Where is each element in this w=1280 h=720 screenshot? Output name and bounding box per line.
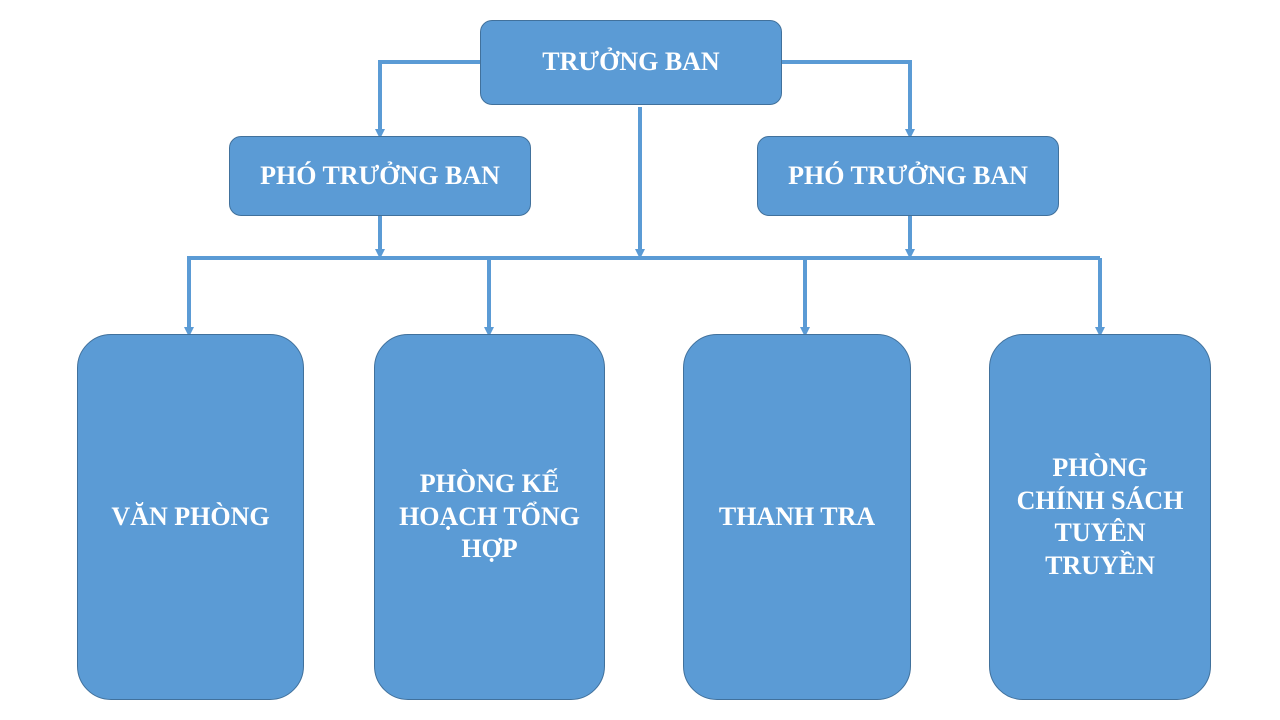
connector-head-to-deputy-left [375, 60, 480, 139]
dept-label-van-phong: VĂN PHÒNG [111, 501, 270, 531]
deputy-label-left: PHÓ TRƯỞNG BAN [260, 160, 500, 190]
dept-box-van-phong: VĂN PHÒNG [77, 334, 304, 700]
connector-head-to-deputy-right [782, 60, 915, 139]
deputy-box-left: PHÓ TRƯỞNG BAN [229, 136, 531, 216]
head-label: TRƯỞNG BAN [542, 47, 720, 77]
deputy-box-right: PHÓ TRƯỞNG BAN [757, 136, 1059, 216]
dept-label-thanh-tra: THANH TRA [718, 501, 876, 531]
dept-box-ke-hoach-tong-hop: PHÒNG KẾ HOẠCH TỔNG HỢP [374, 334, 605, 700]
dept-label-ke-hoach-tong-hop: PHÒNG KẾ HOẠCH TỔNG HỢP [399, 469, 580, 564]
dept-box-chinh-sach-tuyen-truyen: PHÒNG CHÍNH SÁCH TUYÊN TRUYỀN [989, 334, 1211, 700]
dept-box-thanh-tra: THANH TRA [683, 334, 911, 700]
head-box: TRƯỞNG BAN [480, 20, 782, 105]
dept-label-chinh-sach-tuyen-truyen: PHÒNG CHÍNH SÁCH TUYÊN TRUYỀN [1016, 453, 1184, 580]
deputy-label-right: PHÓ TRƯỞNG BAN [788, 160, 1028, 190]
